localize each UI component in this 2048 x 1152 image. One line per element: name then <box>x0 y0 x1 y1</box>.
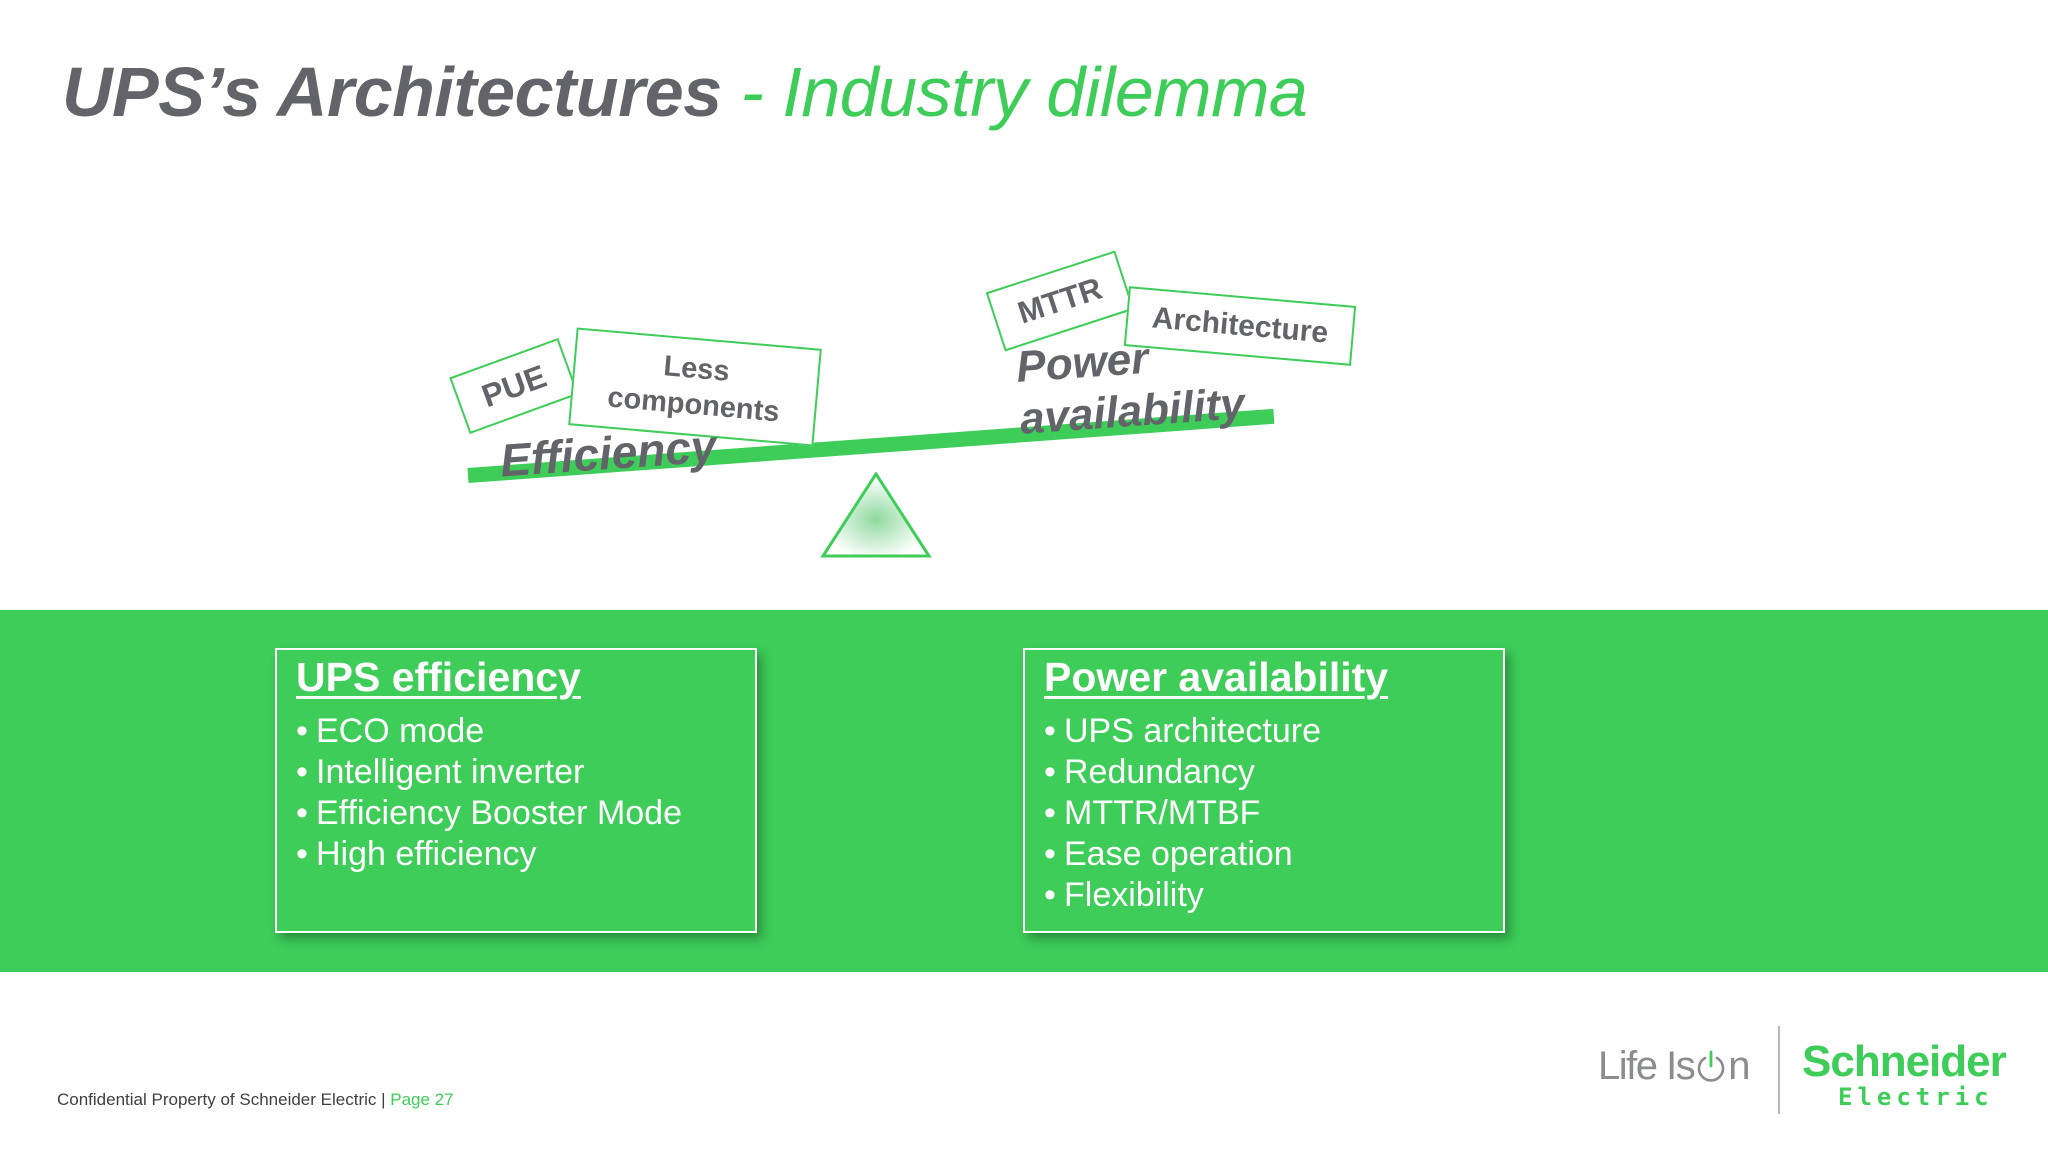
card-title: UPS efficiency <box>296 654 581 700</box>
footer-divider <box>1778 1026 1780 1114</box>
slide-title: UPS’s Architectures - Industry dilemma <box>62 52 1308 132</box>
list-item: •ECO mode <box>296 712 485 750</box>
tagline-text-after: n <box>1728 1044 1750 1088</box>
logo-word-schneider: Schneider <box>1802 1037 2007 1086</box>
power-availability-line1: Power <box>1014 333 1150 392</box>
tag-architecture: Architecture <box>1123 286 1357 366</box>
page-number: Page 27 <box>390 1090 454 1109</box>
fulcrum-triangle <box>820 472 932 558</box>
card-title: Power availability <box>1044 654 1389 700</box>
title-subtitle: Industry dilemma <box>782 53 1308 131</box>
life-is-on-tagline: Life Is n <box>1598 1044 1750 1089</box>
seesaw-beam <box>467 408 1275 483</box>
power-availability-line2: availability <box>1018 379 1247 444</box>
power-availability-card: Power availability •UPS architecture •Re… <box>1023 648 1505 933</box>
power-symbol-icon <box>1697 1050 1725 1082</box>
list-item: •UPS architecture <box>1044 712 1321 750</box>
power-availability-label: Power availability <box>1015 326 1247 445</box>
bullet-list: •UPS architecture •Redundancy •MTTR/MTBF… <box>1044 711 1503 916</box>
footer-confidential: Confidential Property of Schneider Elect… <box>57 1090 454 1110</box>
tagline-text-before: Life Is <box>1598 1044 1696 1088</box>
confidential-text: Confidential Property of Schneider Elect… <box>57 1090 391 1109</box>
title-main: UPS’s Architectures <box>62 53 722 131</box>
list-item: •Intelligent inverter <box>296 753 585 791</box>
list-item: •Ease operation <box>1044 835 1293 873</box>
list-item: •High efficiency <box>296 835 537 873</box>
tag-pue: PUE <box>449 337 579 435</box>
efficiency-label: Efficiency <box>498 419 719 487</box>
list-item: •MTTR/MTBF <box>1044 794 1261 832</box>
list-item: •Flexibility <box>1044 876 1204 914</box>
list-item: •Redundancy <box>1044 753 1255 791</box>
logo-word-electric: Electric <box>1838 1083 1994 1111</box>
bullet-list: •ECO mode •Intelligent inverter •Efficie… <box>296 711 755 875</box>
tag-less-components: Less components <box>568 327 822 447</box>
tag-mttr: MTTR <box>985 250 1135 352</box>
list-item: •Efficiency Booster Mode <box>296 794 682 832</box>
schneider-electric-logo: Schneider Electric <box>1802 1037 2007 1111</box>
ups-efficiency-card: UPS efficiency •ECO mode •Intelligent in… <box>275 648 757 933</box>
title-separator: - <box>740 53 764 131</box>
